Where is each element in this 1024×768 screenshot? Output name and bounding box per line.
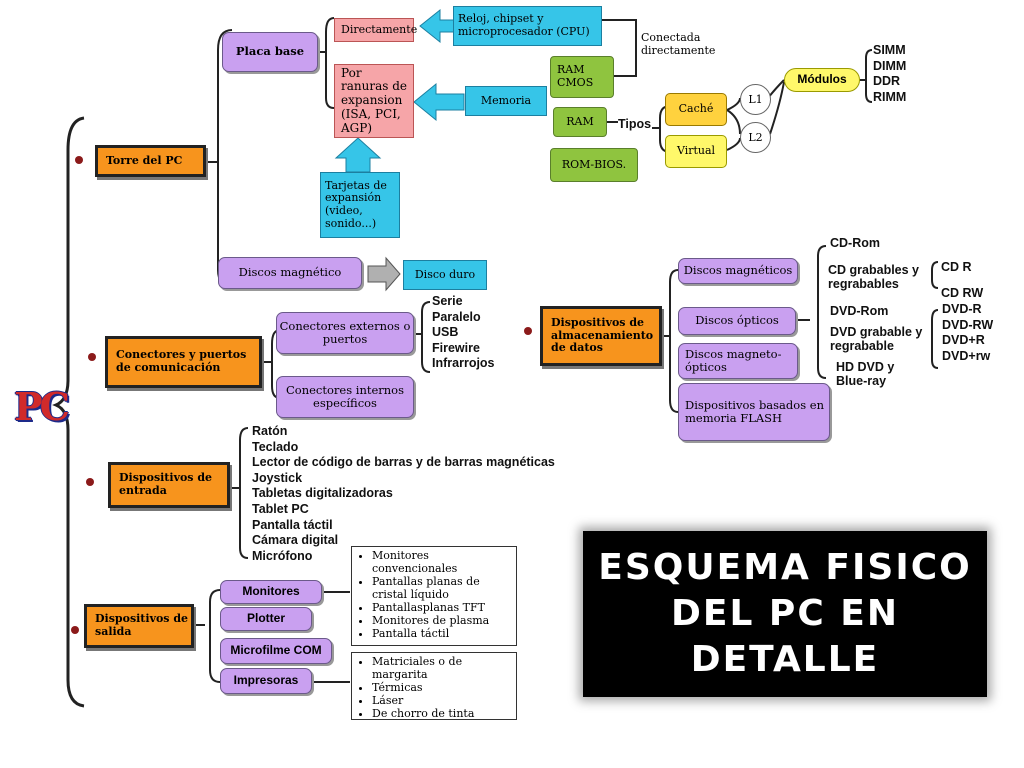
list-item: Pantallas planas de cristal líquido (372, 575, 510, 601)
node-discos-magneto-opticos: Discos magneto-ópticos (678, 343, 798, 379)
slide-title: ESQUEMA FISICO DEL PC EN DETALLE (583, 531, 987, 697)
list-item: Serie (432, 294, 463, 308)
bullet-salida (71, 626, 79, 634)
list-item: Monitores convencionales (372, 549, 510, 575)
title-line: DEL PC EN (670, 593, 899, 634)
node-conectores-internos: Conectores internos específicos (276, 376, 414, 418)
node-placa-base: Placa base (222, 32, 318, 72)
node-dispositivos-entrada: Dispositivos de entrada (108, 462, 230, 508)
list-item: DVD-R (942, 302, 982, 316)
node-disco-duro: Disco duro (403, 260, 487, 290)
node-almacenamiento: Dispositivos de almacenamiento de datos (540, 306, 662, 366)
node-dispositivos-salida: Dispositivos de salida (84, 604, 194, 648)
node-discos-magneticos: Discos magnéticos (678, 258, 798, 284)
list-item: Micrófono (252, 548, 313, 563)
node-plotter: Plotter (220, 607, 312, 631)
list-conectores-externos: Serie Paralelo USB Firewire Infrarrojos (432, 294, 495, 372)
node-directamente: Directamente (334, 18, 417, 42)
list-item: Matriciales o de margarita (372, 655, 510, 681)
list-item: Ratón (252, 424, 288, 438)
list-item: Pantalla táctil (252, 517, 333, 532)
node-ranuras-expansion: Por ranuras de expansion (ISA, PCI, AGP) (334, 64, 414, 138)
list-impresoras: Matriciales o de margarita Térmicas Láse… (351, 652, 517, 720)
list-item: DDR (873, 74, 901, 89)
label-conectada-directamente: Conectada directamente (641, 31, 716, 57)
list-entrada: Ratón Teclado Lector de código de barras… (252, 424, 555, 564)
node-ram-cmos: RAM CMOS (550, 56, 614, 98)
node-impresoras: Impresoras (220, 668, 312, 694)
node-l1: L1 (740, 84, 771, 115)
title-line: ESQUEMA FISICO (598, 547, 972, 588)
node-ram: RAM (553, 107, 607, 137)
list-item: Teclado (252, 439, 299, 454)
node-cache: Caché (665, 93, 727, 126)
bullet-conectores (88, 353, 96, 361)
list-cd: CD R CD RW (941, 254, 983, 306)
list-item: Tabletas digitalizadoras (252, 486, 393, 501)
list-item: CD R (941, 260, 972, 274)
list-item: DIMM (873, 58, 907, 73)
bullet-torre (75, 156, 83, 164)
list-item: Lector de código de barras y de barras m… (252, 455, 555, 470)
node-conectores-puertos: Conectores y puertos de comunicación (105, 336, 262, 388)
list-item: Paralelo (432, 309, 481, 324)
list-item: DVD+R (942, 333, 985, 348)
list-item: USB (432, 325, 459, 340)
list-item: DVD+rw (942, 348, 991, 363)
node-torre-del-pc: Torre del PC (95, 145, 206, 177)
list-monitores: Monitores convencionales Pantallas plana… (351, 546, 517, 646)
label-cd-grabables: CD grabables y regrabables (828, 263, 920, 292)
node-modulos: Módulos (784, 68, 860, 92)
list-item: Monitores de plasma (372, 614, 510, 627)
list-item: Infrarrojos (432, 356, 495, 371)
list-item: CD RW (941, 286, 984, 300)
node-rom-bios: ROM-BIOS. (550, 148, 638, 182)
label-hd-dvd: HD DVD y Blue-ray (836, 360, 895, 389)
node-tarjetas-expansion: Tarjetas de expansión (video, sonido...) (320, 172, 400, 238)
list-item: De chorro de tinta (372, 707, 510, 720)
list-item: SIMM (873, 43, 906, 57)
label-cd-rom: CD-Rom (830, 236, 880, 250)
list-item: Firewire (432, 340, 480, 355)
node-microfilme: Microfilme COM (220, 638, 332, 664)
list-item: Cámara digital (252, 533, 339, 548)
bullet-entrada (86, 478, 94, 486)
list-item: DVD-RW (942, 317, 994, 332)
node-reloj-chipset: Reloj, chipset y microprocesador (CPU) (453, 6, 602, 46)
label-tipos: Tipos (618, 117, 652, 131)
node-monitores: Monitores (220, 580, 322, 604)
node-discos-magnetico: Discos magnético (218, 257, 362, 289)
title-line: DETALLE (690, 639, 880, 680)
label-dvd-grabable: DVD grabable y regrabable (830, 325, 923, 354)
node-virtual: Virtual (665, 135, 727, 168)
bullet-almacenamiento (524, 327, 532, 335)
list-item: Joystick (252, 470, 303, 485)
label-dvd-rom: DVD-Rom (830, 304, 889, 318)
list-item: Pantallasplanas TFT (372, 601, 510, 614)
list-item: Tablet PC (252, 501, 309, 516)
node-discos-opticos: Discos ópticos (678, 307, 796, 335)
list-item: RIMM (873, 89, 907, 104)
node-memoria: Memoria (465, 86, 547, 116)
list-item: Pantalla táctil (372, 627, 510, 640)
list-item: Térmicas (372, 681, 510, 694)
node-l2: L2 (740, 122, 771, 153)
node-conectores-externos: Conectores externos o puertos (276, 312, 414, 354)
list-modulos: SIMM DIMM DDR RIMM (873, 43, 906, 105)
node-memoria-flash: Dispositivos basados en memoria FLASH (678, 383, 830, 441)
pc-root-label: PC (14, 384, 70, 429)
list-item: Láser (372, 694, 510, 707)
list-dvd: DVD-R DVD-RW DVD+R DVD+rw (942, 302, 993, 364)
